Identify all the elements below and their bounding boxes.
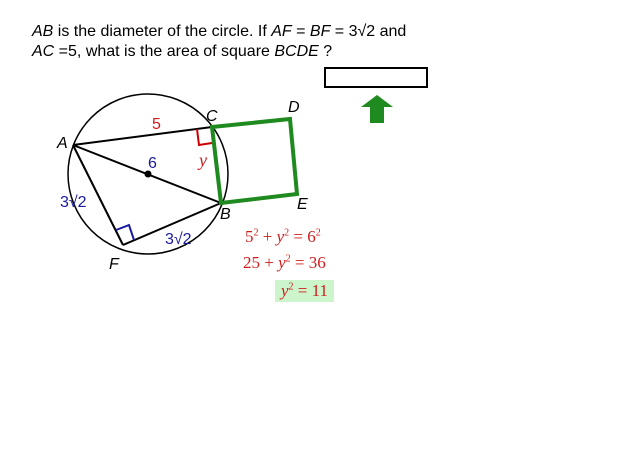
- point-c: C: [206, 108, 218, 125]
- right-angle-f: [115, 223, 135, 241]
- square-bcde: [209, 116, 300, 206]
- center-dot: [144, 170, 152, 178]
- seg-af: AF: [271, 23, 292, 40]
- q-text-1: is the diameter of the circle. If: [53, 23, 272, 40]
- label-ac-length: 5: [152, 116, 161, 133]
- segment-af: [72, 144, 124, 246]
- label-af-length: 3√2: [60, 194, 87, 211]
- seg-ac: AC: [32, 43, 55, 60]
- segment-ac: [72, 126, 213, 146]
- point-e: E: [297, 196, 308, 213]
- label-radius: 6: [148, 155, 157, 172]
- equation-2: 25 + y2 = 36: [243, 253, 326, 272]
- up-arrow-icon[interactable]: [360, 94, 394, 124]
- seg-ab: AB: [32, 23, 54, 40]
- right-angle-c: [196, 128, 213, 147]
- q-eq-1: =: [291, 23, 310, 40]
- square-name: BCDE: [274, 43, 319, 60]
- q-text-2: =5, what is the area of square: [54, 43, 275, 60]
- point-b: B: [220, 206, 231, 223]
- seg-bf: BF: [309, 23, 331, 40]
- segment-bf: [122, 202, 222, 246]
- point-a: A: [56, 135, 68, 152]
- q-eq-2: = 3√2 and: [330, 23, 407, 40]
- answer-input[interactable]: [324, 67, 428, 88]
- label-bf-length: 3√2: [165, 231, 192, 248]
- label-y: y: [197, 150, 207, 170]
- point-f: F: [109, 256, 120, 273]
- equation-3-highlight: y2 = 11: [275, 280, 335, 302]
- question-text: AB is the diameter of the circle. If AF …: [32, 22, 452, 62]
- q-mark: ?: [318, 43, 333, 60]
- circle: [67, 93, 229, 255]
- point-d: D: [288, 99, 300, 116]
- equation-1: 52 + y2 = 62: [245, 227, 321, 246]
